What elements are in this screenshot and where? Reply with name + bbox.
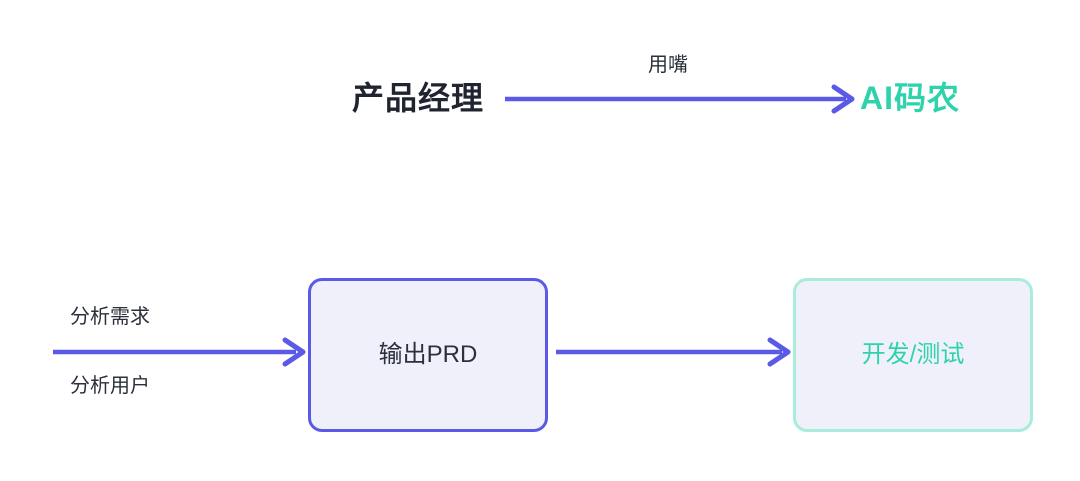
top-source-label: 产品经理 bbox=[352, 80, 485, 116]
flow-box-dev-label: 开发/测试 bbox=[861, 341, 965, 368]
input-label-users: 分析用户 bbox=[70, 375, 150, 397]
flow-box-prd-label: 输出PRD bbox=[378, 341, 478, 368]
flow-box-prd[interactable]: 输出PRD bbox=[308, 278, 548, 432]
input-to-prd-arrow-icon bbox=[53, 337, 306, 367]
prd-to-dev-arrow-icon bbox=[556, 337, 791, 367]
input-label-requirements: 分析需求 bbox=[70, 306, 150, 328]
flow-box-dev[interactable]: 开发/测试 bbox=[793, 278, 1033, 432]
top-arrow-icon bbox=[505, 84, 855, 114]
top-target-label: AI码农 bbox=[860, 80, 961, 116]
top-arrow-label: 用嘴 bbox=[648, 54, 688, 76]
